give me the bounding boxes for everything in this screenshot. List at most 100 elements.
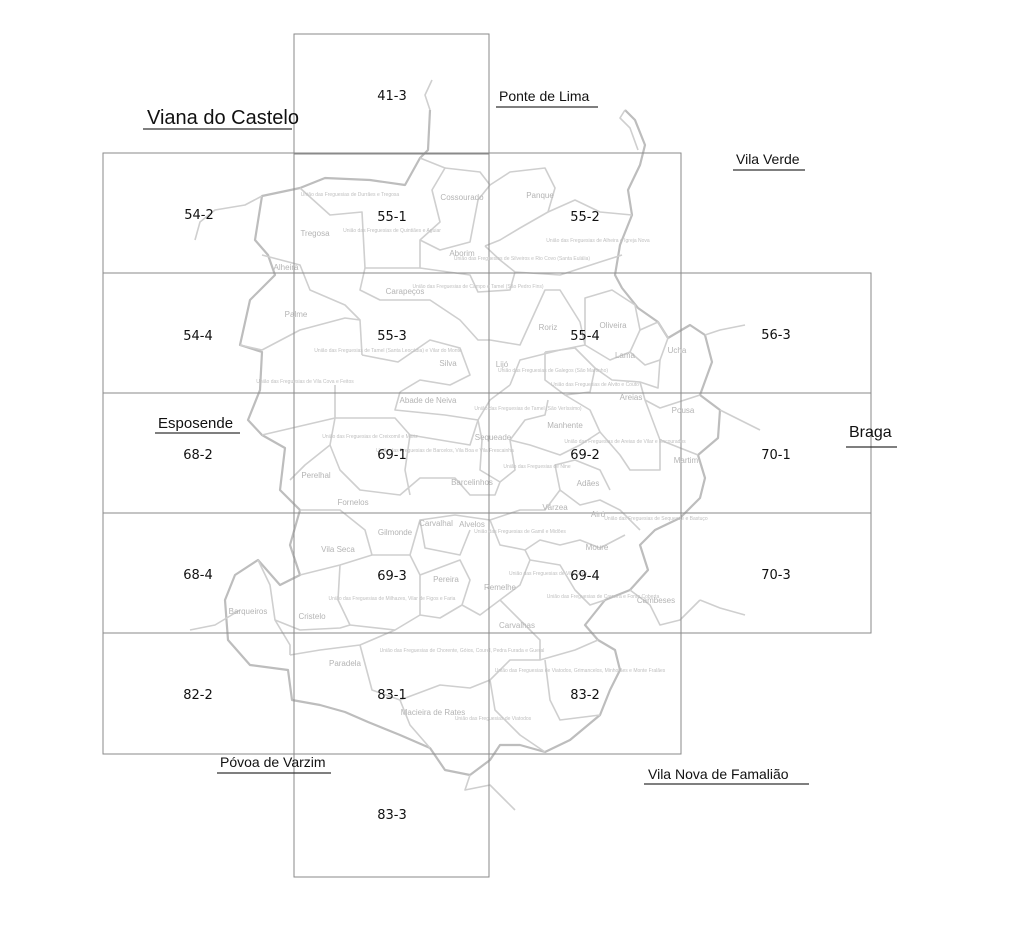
small-label: União das Freguesias de Alvito e Couto xyxy=(551,382,639,388)
parish-label: Manhente xyxy=(547,421,583,430)
parish-label: Oliveira xyxy=(599,321,627,330)
river-east xyxy=(704,324,761,431)
sheet-labels: 41-3 54-2 55-1 55-2 54-4 55-3 55-4 56-3 … xyxy=(183,89,791,823)
sheet-label-82-2: 82-2 xyxy=(183,688,213,703)
sheet-label-69-1: 69-1 xyxy=(377,448,407,463)
small-label: União das Freguesias de Nine xyxy=(503,464,570,470)
parish-label: Perelhal xyxy=(301,471,331,480)
sheet-label-55-2: 55-2 xyxy=(570,210,600,225)
city-label-povoa-de-varzim: Póvoa de Varzim xyxy=(220,754,326,770)
parish-labels: Cossourado Panque Aborim Tregosa Alheira… xyxy=(229,191,699,717)
sheet-label-54-4: 54-4 xyxy=(183,329,213,344)
small-label: União das Freguesias de Areias de Vilar … xyxy=(564,439,686,445)
small-label: União das Freguesias de Barcelos, Vila B… xyxy=(376,448,514,454)
sheet-frame-41-3 xyxy=(293,33,490,155)
parish-label: Moure xyxy=(586,543,609,552)
small-label: União das Freguesias de Chorente, Góios,… xyxy=(380,648,545,654)
parish-label: Alheira xyxy=(274,263,299,272)
river-se xyxy=(699,599,746,616)
parish-label: Airó xyxy=(591,510,606,519)
sheet-label-41-3: 41-3 xyxy=(377,89,407,104)
city-label-vila-verde: Vila Verde xyxy=(736,151,800,167)
parish-label: Silva xyxy=(439,359,457,368)
sheet-label-56-3: 56-3 xyxy=(761,328,791,343)
sheet-label-55-1: 55-1 xyxy=(377,210,407,225)
small-label: União das Freguesias de Silveiros e Rio … xyxy=(454,256,591,262)
small-label: União das Freguesias de Tamel (Santa Leo… xyxy=(314,348,462,354)
small-label: União das Freguesias de Vila Seca xyxy=(509,571,587,577)
parish-label: Sequeade xyxy=(475,433,512,442)
river-north xyxy=(424,79,639,151)
parish-label: Ucha xyxy=(668,346,687,355)
sheet-frame-83-3 xyxy=(293,753,490,878)
sheet-label-70-1: 70-1 xyxy=(761,448,791,463)
city-labels: Viana do Castelo Ponte de Lima Vila Verd… xyxy=(143,88,897,785)
parish-label: Barcelinhos xyxy=(451,478,493,487)
small-label: União das Freguesias de Alheira e Igreja… xyxy=(546,238,650,244)
parish-label: Cossourado xyxy=(440,193,484,202)
sheet-label-83-1: 83-1 xyxy=(377,688,407,703)
parish-label: Lama xyxy=(615,351,636,360)
sheet-label-54-2: 54-2 xyxy=(184,208,214,223)
small-label: União das Freguesias de Gamil e Midões xyxy=(474,529,566,535)
sheet-label-55-4: 55-4 xyxy=(570,329,600,344)
parish-label: Areias xyxy=(620,393,643,402)
parish-label: Gilmonde xyxy=(378,528,413,537)
parish-label: Macieira de Rates xyxy=(401,708,465,717)
river-south xyxy=(464,774,516,811)
small-label: União das Freguesias de Carreira e Fonte… xyxy=(547,594,660,600)
parish-label: Pereira xyxy=(433,575,459,584)
parish-label: Carvalhas xyxy=(499,621,535,630)
sheet-label-69-2: 69-2 xyxy=(570,448,600,463)
sheet-label-69-3: 69-3 xyxy=(377,569,407,584)
parish-label: Carapeços xyxy=(386,287,425,296)
small-label: União das Freguesias de Viatodos xyxy=(455,716,532,722)
parish-label: Várzea xyxy=(542,503,568,512)
parish-label: Palme xyxy=(285,310,308,319)
parish-label: Roriz xyxy=(539,323,558,332)
parish-label: Remelhe xyxy=(484,583,517,592)
sheet-label-83-2: 83-2 xyxy=(570,688,600,703)
sheet-grid xyxy=(102,33,872,878)
city-label-viana-do-castelo: Viana do Castelo xyxy=(147,107,299,129)
parish-label: Adães xyxy=(577,479,600,488)
small-label: União das Freguesias de Galegos (São Mar… xyxy=(498,368,608,374)
parish-label: Aborim xyxy=(449,249,475,258)
city-label-ponte-de-lima: Ponte de Lima xyxy=(499,88,589,104)
parish-label: Vila Seca xyxy=(321,545,355,554)
small-label: União das Freguesias de Quintiães e Agui… xyxy=(343,228,441,234)
sheet-label-83-3: 83-3 xyxy=(377,808,407,823)
parish-label: Barqueiros xyxy=(229,607,268,616)
small-label: União das Freguesias de Durrães e Tregos… xyxy=(301,192,400,198)
sheet-label-70-3: 70-3 xyxy=(761,568,791,583)
city-label-braga: Braga xyxy=(849,424,892,441)
parish-label: Abade de Neiva xyxy=(400,396,457,405)
small-label: União das Freguesias de Sequeade e Bastu… xyxy=(604,516,708,522)
parish-label: Carvalhal xyxy=(419,519,453,528)
parish-label: Tregosa xyxy=(300,229,330,238)
city-label-vila-nova-de-famaliao: Vila Nova de Famalião xyxy=(648,766,789,782)
parish-label: Alvelos xyxy=(459,520,485,529)
parish-label: Fornelos xyxy=(337,498,368,507)
parish-label: Pousa xyxy=(672,406,695,415)
sheet-label-68-2: 68-2 xyxy=(183,448,213,463)
river-west xyxy=(189,195,263,631)
parish-label: Cambeses xyxy=(637,596,675,605)
small-label: União das Freguesias de Viatodos, Griman… xyxy=(495,668,666,674)
parish-label: Martim xyxy=(674,456,699,465)
parish-boundaries xyxy=(189,79,761,811)
parish-label: Paradela xyxy=(329,659,362,668)
sheet-label-68-4: 68-4 xyxy=(183,568,213,583)
parish-label: Lijó xyxy=(496,360,509,369)
sheet-label-55-3: 55-3 xyxy=(377,329,407,344)
small-label: União das Freguesias de Vila Cova e Feit… xyxy=(256,379,354,385)
parish-label: Panque xyxy=(526,191,554,200)
small-label: União das Freguesias de Tamel (São Verís… xyxy=(474,406,582,412)
small-parish-labels: União das Freguesias de Durrães e Tregos… xyxy=(256,192,708,722)
sheet-label-69-4: 69-4 xyxy=(570,569,600,584)
parish-label: Cristelo xyxy=(298,612,326,621)
small-label: União das Freguesias de Creixomil e Mari… xyxy=(322,434,418,440)
small-label: União das Freguesias de Campo e Tamel (S… xyxy=(412,284,543,290)
